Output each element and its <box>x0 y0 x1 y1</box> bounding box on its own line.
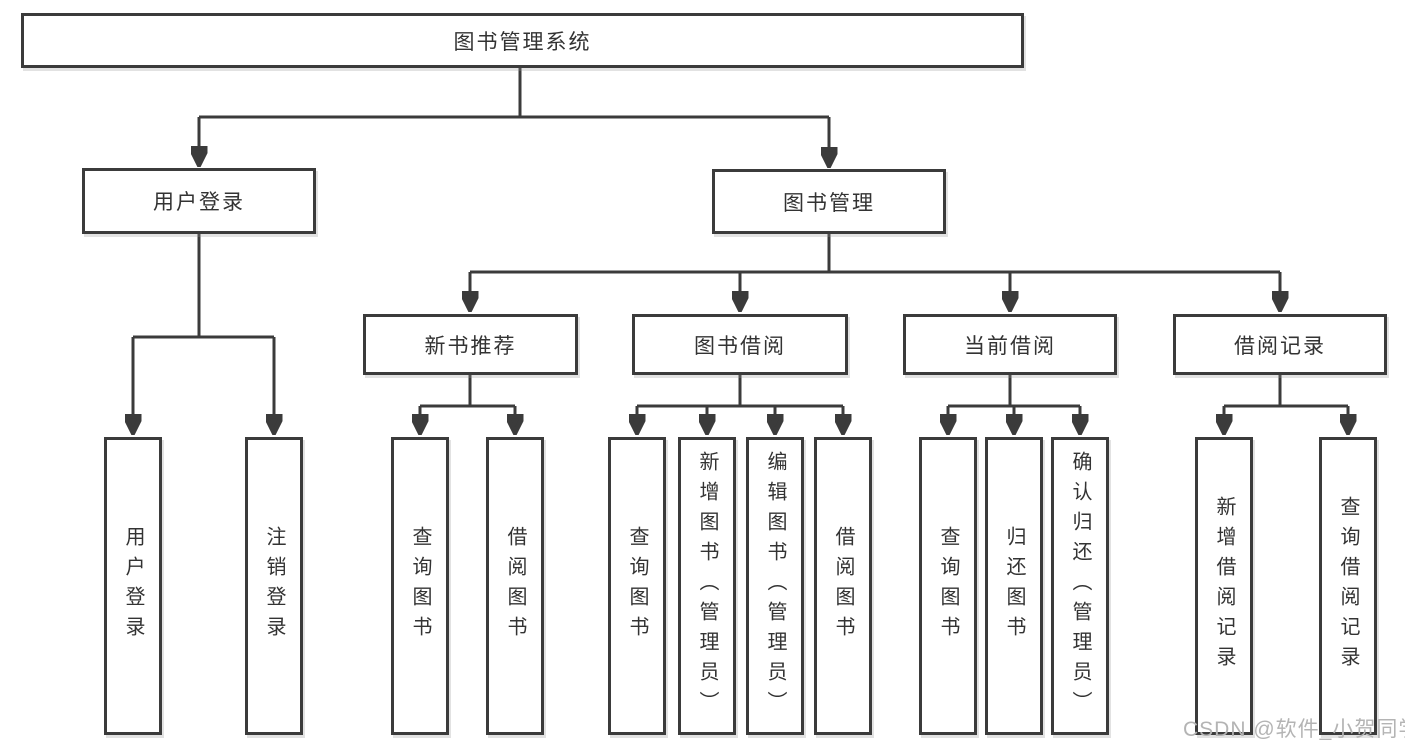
leaf-borrowing-query-books: 查询图书 <box>608 437 666 735</box>
leaf-records-query-record: 查询借阅记录 <box>1319 437 1377 735</box>
node-book-management: 图书管理 <box>712 169 946 234</box>
node-root: 图书管理系统 <box>21 13 1024 68</box>
connector-user-login <box>133 234 274 431</box>
leaf-records-add-record: 新增借阅记录 <box>1195 437 1253 735</box>
node-borrow-records: 借阅记录 <box>1173 314 1387 375</box>
connector-borrow-records <box>1224 375 1348 431</box>
leaf-newbooks-query-books: 查询图书 <box>391 437 449 735</box>
connector-book-borrowing <box>637 375 843 431</box>
leaf-borrowing-edit-books-admin: 编辑图书（管理员） <box>746 437 804 735</box>
node-new-book-recommend: 新书推荐 <box>363 314 578 375</box>
csdn-watermark: CSDN @软件_小贺同学 <box>1183 718 1405 741</box>
leaf-logout: 注销登录 <box>245 437 303 735</box>
node-current-borrowing: 当前借阅 <box>903 314 1117 375</box>
leaf-borrowing-borrow-books: 借阅图书 <box>814 437 872 735</box>
leaf-borrowing-add-books-admin: 新增图书（管理员） <box>678 437 736 735</box>
connector-root <box>199 68 829 164</box>
leaf-newbooks-borrow-books: 借阅图书 <box>486 437 544 735</box>
node-book-borrowing: 图书借阅 <box>632 314 848 375</box>
node-user-login: 用户登录 <box>82 168 316 234</box>
connector-book-management <box>470 234 1280 308</box>
leaf-current-return-books: 归还图书 <box>985 437 1043 735</box>
leaf-current-query-books: 查询图书 <box>919 437 977 735</box>
leaf-current-confirm-return-admin: 确认归还（管理员） <box>1051 437 1109 735</box>
leaf-user-login: 用户登录 <box>104 437 162 735</box>
connector-new-book-recommend <box>420 375 515 431</box>
connector-current-borrowing <box>948 375 1080 431</box>
